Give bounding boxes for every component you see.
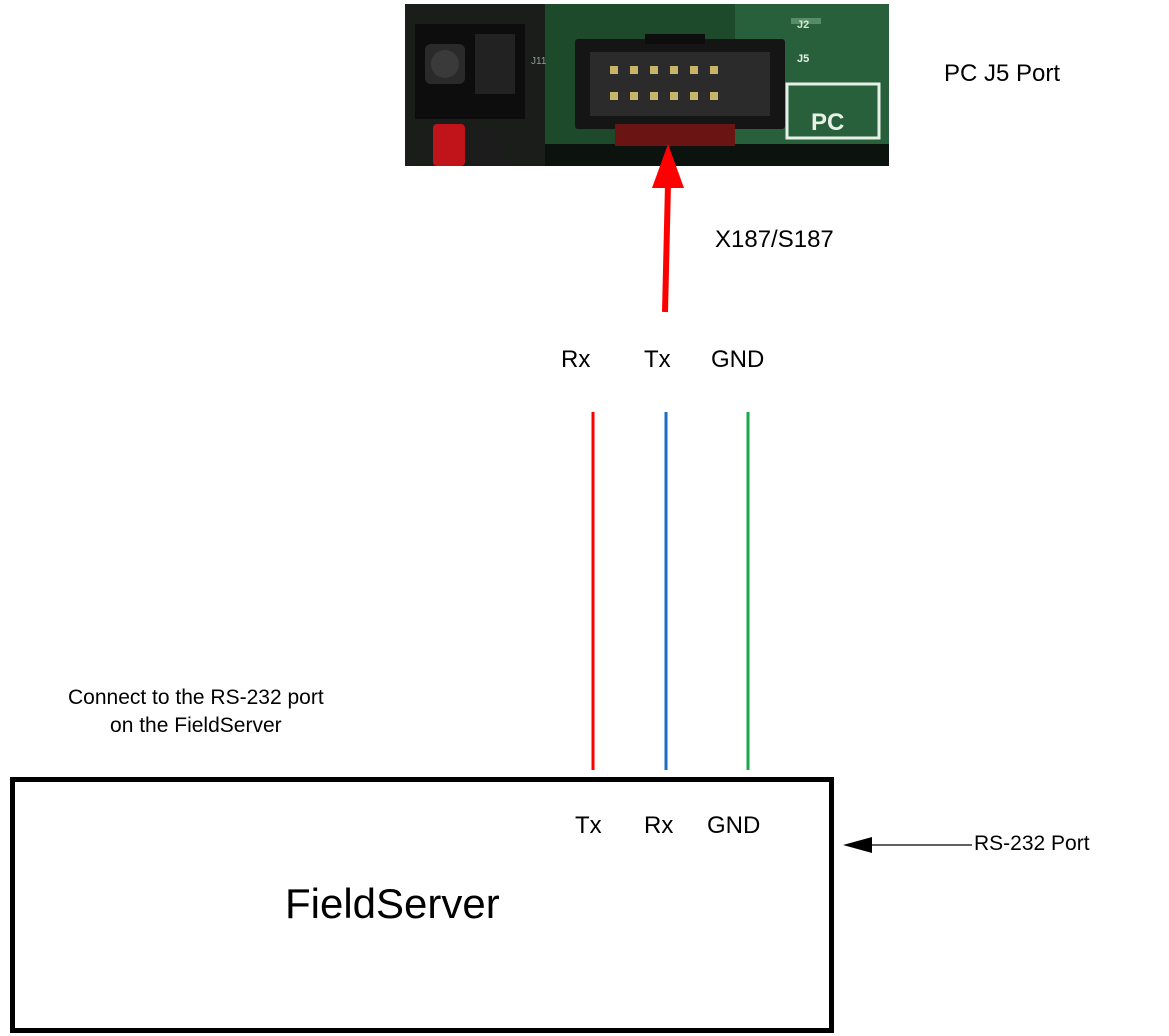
cable-arrow-head xyxy=(652,144,684,188)
fieldserver-note: Connect to the RS-232 port on the FieldS… xyxy=(68,686,324,737)
pc-pin-gnd: GND xyxy=(711,346,765,373)
board-badge: PC xyxy=(811,109,844,136)
fs-pin-tx: Tx xyxy=(575,812,602,839)
board-header-label: J2 xyxy=(797,19,809,31)
port-pointer-head xyxy=(843,837,872,853)
fieldserver-box xyxy=(10,777,834,1033)
pc-pin-rx: Rx xyxy=(561,346,591,373)
cable-label: X187/S187 xyxy=(715,226,834,253)
pc-pin-tx: Tx xyxy=(644,346,671,373)
board-connector-label: J5 xyxy=(797,53,809,65)
fieldserver-title: FieldServer xyxy=(285,880,500,927)
board-other-label: J11 xyxy=(531,56,547,67)
fs-pin-rx: Rx xyxy=(644,812,674,839)
rs232-port-label: RS-232 Port xyxy=(974,832,1090,855)
fs-pin-gnd: GND xyxy=(707,812,761,839)
cable-arrow-shaft xyxy=(662,183,671,313)
pc-port-label: PC J5 Port xyxy=(944,60,1061,87)
pc-board-photo: J2 J5 J11 PC xyxy=(405,4,889,166)
